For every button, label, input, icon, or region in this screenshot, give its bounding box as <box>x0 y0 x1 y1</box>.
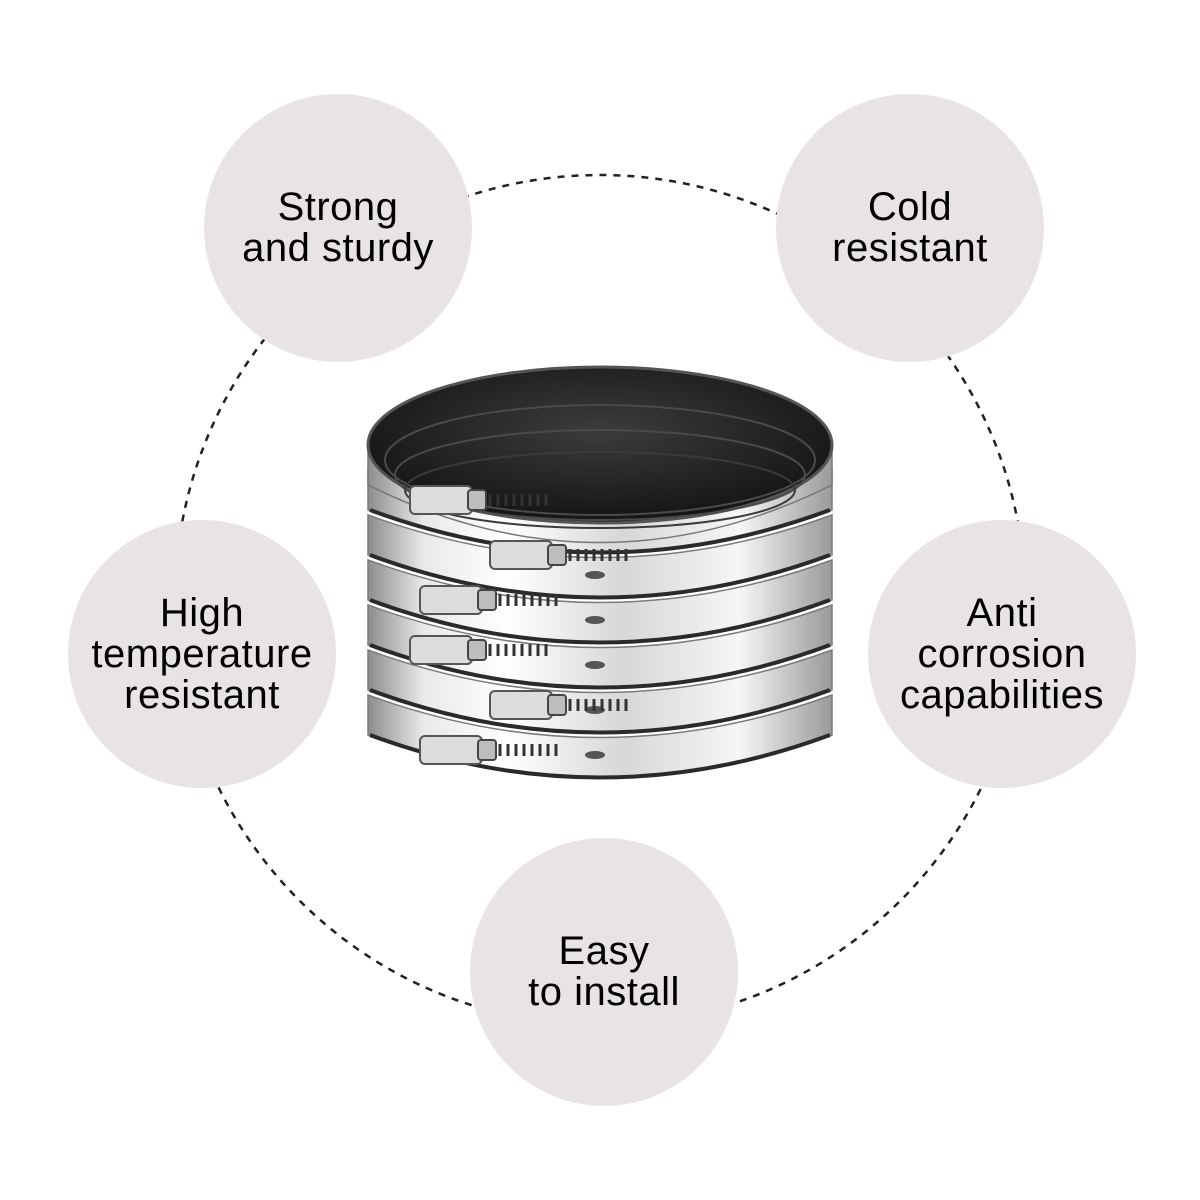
feature-text-line: to install <box>528 970 680 1014</box>
feature-text-line: Easy <box>558 929 650 973</box>
feature-text-line: resistant <box>832 226 988 270</box>
band-seam <box>369 643 831 690</box>
worm-drive-clamp <box>419 585 558 615</box>
feature-text-line: Anti <box>966 590 1038 635</box>
feature-text-line: Strong <box>277 185 399 229</box>
band-rivet <box>585 616 605 624</box>
worm-drive-clamp <box>489 540 628 570</box>
feature-text-line: capabilities <box>900 672 1104 717</box>
band-seam <box>369 598 831 645</box>
band-seam <box>369 688 831 735</box>
feature-text-line: resistant <box>124 672 280 717</box>
worm-drive-clamp <box>409 485 548 515</box>
worm-drive-clamp <box>489 690 628 720</box>
feature-text-line: temperature <box>91 631 313 676</box>
pipe-coupling-stack-image <box>366 365 834 780</box>
band-seam <box>369 508 831 555</box>
feature-text-line: and sturdy <box>242 226 434 270</box>
feature-text-line: Cold <box>867 185 953 229</box>
feature-text-line: High <box>159 590 245 635</box>
worm-drive-clamp <box>419 735 558 765</box>
band-rivet <box>585 661 605 669</box>
worm-drive-clamp <box>409 635 548 665</box>
band-rivet <box>585 751 605 759</box>
band-rivet <box>585 571 605 579</box>
band-seam <box>369 553 831 600</box>
feature-text-line: corrosion <box>917 631 1087 676</box>
